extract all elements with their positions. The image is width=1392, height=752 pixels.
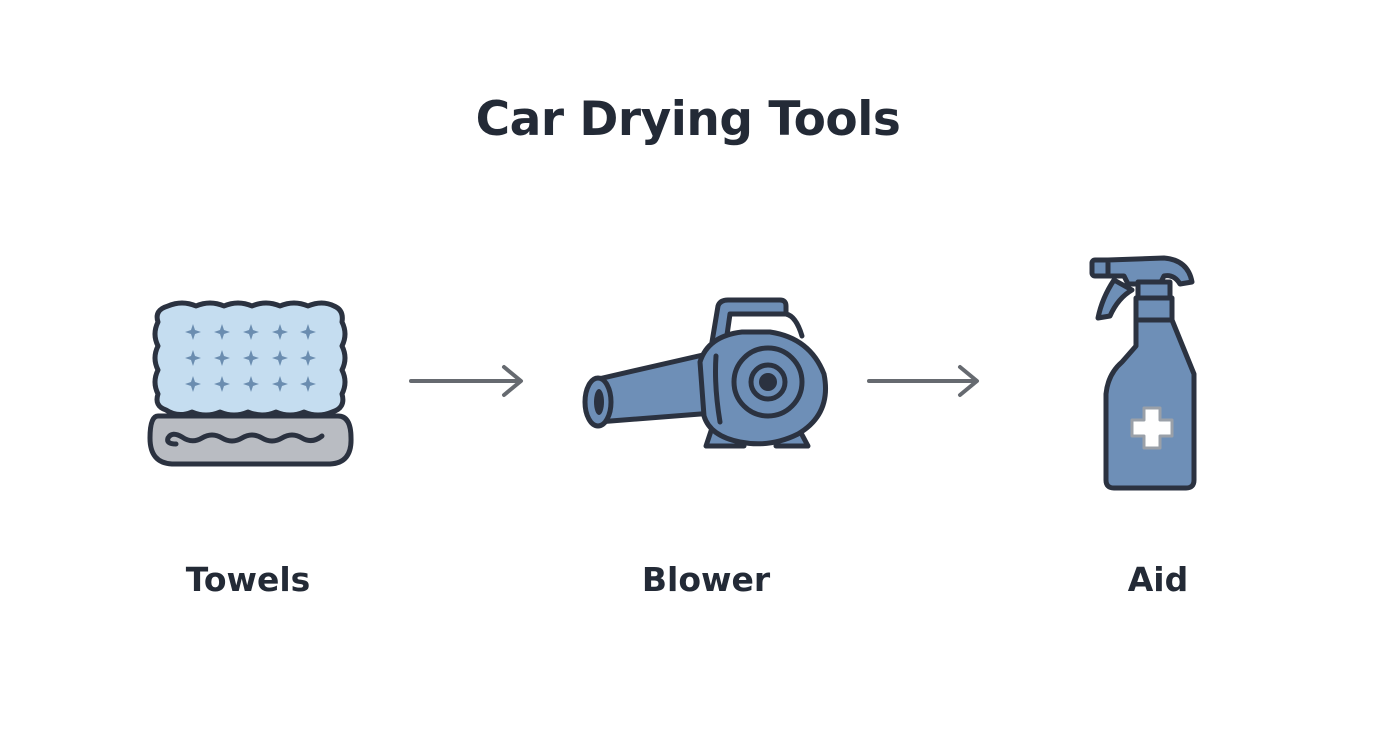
leaf-blower-icon [580, 296, 832, 454]
step-label-towels: Towels [185, 560, 311, 599]
step-label-blower: Blower [641, 560, 771, 599]
step-label-aid: Aid [1127, 560, 1189, 599]
arrow-right-icon [866, 364, 986, 402]
spray-bottle-icon [1088, 254, 1200, 494]
arrow-right-icon [408, 364, 528, 402]
diagram-title: Car Drying Tools [475, 92, 901, 147]
towel-stack-icon [146, 298, 356, 472]
